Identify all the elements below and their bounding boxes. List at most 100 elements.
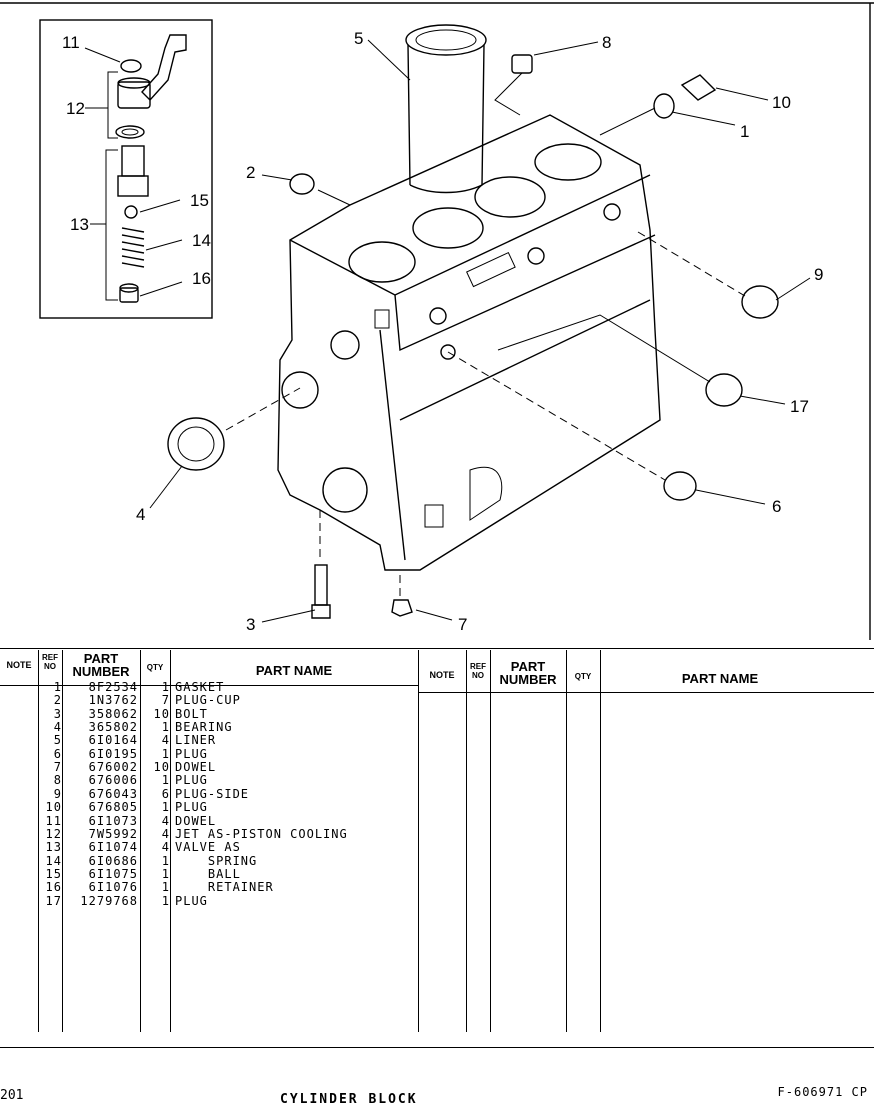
row-part-number: 6I1076 — [88, 880, 138, 895]
cooling-jet-assembly — [115, 34, 187, 303]
header-rule-right — [418, 692, 874, 693]
row-part-name: PLUG — [175, 893, 208, 908]
row-part-name: LINER — [175, 733, 217, 748]
row-part-name: JET AS-PISTON COOLING — [175, 826, 348, 841]
callout-9: 9 — [814, 265, 823, 284]
row-part-name: RETAINER — [175, 880, 274, 895]
row-part-name: BOLT — [175, 706, 208, 721]
loose-parts — [167, 54, 779, 619]
callout-8: 8 — [602, 33, 611, 52]
row-part-name: SPRING — [175, 853, 258, 868]
leader-lines — [149, 39, 811, 623]
header-ref-no: REF NO — [42, 653, 58, 671]
row-part-number: 6I0686 — [88, 853, 138, 868]
row-part-number: 1279768 — [80, 893, 138, 908]
row-part-name: PLUG — [175, 800, 208, 815]
header-part-name-right: PART NAME — [681, 671, 759, 686]
row-part-name: DOWEL — [175, 813, 217, 828]
row-part-name: VALVE AS — [175, 840, 241, 855]
callout-1: 1 — [740, 122, 749, 141]
callout-13: 13 — [70, 215, 89, 234]
header-part-name: PART NAME — [255, 663, 333, 678]
table-top-rule — [0, 648, 874, 649]
callout-4: 4 — [136, 505, 145, 524]
header-ref-no-right: REF NO — [470, 662, 486, 680]
row-part-number: 8F2534 — [88, 680, 138, 694]
row-part-number: 676006 — [88, 773, 138, 788]
footer-title: CYLINDER BLOCK — [280, 1092, 418, 1107]
row-ref-no: 17 — [45, 893, 62, 908]
row-ref-no: 10 — [45, 800, 62, 815]
cylinder-liner — [405, 24, 487, 194]
row-part-number: 676043 — [88, 786, 138, 801]
row-ref-no: 2 — [53, 693, 62, 708]
header-part-number: PART NUMBER — [72, 651, 130, 679]
callout-11: 11 — [62, 33, 80, 52]
row-ref-no: 16 — [45, 880, 62, 895]
row-qty: 1 — [161, 680, 170, 694]
row-part-number: 6I1073 — [88, 813, 138, 828]
row-ref-no: 6 — [53, 746, 62, 761]
row-part-number: 6I1074 — [88, 840, 138, 855]
row-qty: 4 — [161, 733, 170, 748]
row-qty: 1 — [161, 720, 170, 735]
row-qty: 4 — [161, 826, 170, 841]
row-qty: 1 — [161, 866, 170, 881]
row-part-name: DOWEL — [175, 760, 217, 775]
row-ref-no: 11 — [45, 813, 62, 828]
exploded-view-diagram: 1 2 3 4 5 6 7 8 9 10 11 12 13 14 15 16 1… — [0, 2, 874, 640]
inset-box — [39, 19, 213, 319]
row-part-name: PLUG — [175, 746, 208, 761]
row-part-name: BALL — [175, 866, 241, 881]
row-ref-no: 7 — [53, 760, 62, 775]
header-note-right: NOTE — [429, 670, 455, 680]
row-part-number: 6I0164 — [88, 733, 138, 748]
row-part-name: PLUG-SIDE — [175, 786, 250, 801]
assembly-lines — [225, 107, 746, 598]
row-qty: 6 — [161, 786, 170, 801]
row-part-number: 358062 — [88, 706, 138, 721]
callout-17: 17 — [790, 397, 809, 416]
page-number: 201 — [0, 1088, 24, 1103]
callout-5: 5 — [354, 29, 363, 48]
figure-id: F-606971 CP — [777, 1085, 868, 1099]
row-ref-no: 1 — [53, 680, 62, 694]
row-qty: 1 — [161, 746, 170, 761]
callout-6: 6 — [772, 497, 781, 516]
row-part-number: 6I1075 — [88, 866, 138, 881]
row-qty: 1 — [161, 853, 170, 868]
header-qty: QTY — [146, 663, 164, 672]
row-qty: 7 — [161, 693, 170, 708]
callout-7: 7 — [458, 615, 467, 634]
row-part-number: 1N3762 — [88, 693, 138, 708]
row-qty: 1 — [161, 880, 170, 895]
row-ref-no: 3 — [53, 706, 62, 721]
row-ref-no: 8 — [53, 773, 62, 788]
row-ref-no: 15 — [45, 866, 62, 881]
header-qty-right: QTY — [574, 672, 592, 681]
row-qty: 10 — [153, 706, 170, 721]
row-part-number: 365802 — [88, 720, 138, 735]
row-part-name: PLUG — [175, 773, 208, 788]
row-qty: 4 — [161, 813, 170, 828]
table-bottom-rule — [0, 1047, 874, 1048]
row-qty: 10 — [153, 760, 170, 775]
row-part-name: GASKET — [175, 680, 225, 694]
row-part-number: 676002 — [88, 760, 138, 775]
row-qty: 1 — [161, 800, 170, 815]
row-ref-no: 9 — [53, 786, 62, 801]
row-part-number: 7W5992 — [88, 826, 138, 841]
callout-15: 15 — [190, 191, 209, 210]
row-part-number: 676805 — [88, 800, 138, 815]
row-ref-no: 5 — [53, 733, 62, 748]
row-qty: 1 — [161, 773, 170, 788]
row-qty: 4 — [161, 840, 170, 855]
row-part-name: PLUG-CUP — [175, 693, 241, 708]
row-qty: 1 — [161, 893, 170, 908]
header-note: NOTE — [6, 660, 32, 670]
header-part-number-right: PART NUMBER — [499, 659, 557, 687]
row-part-number: 6I0195 — [88, 746, 138, 761]
cylinder-block — [277, 114, 661, 571]
callout-12: 12 — [66, 99, 85, 118]
header-rule-left — [0, 685, 418, 686]
